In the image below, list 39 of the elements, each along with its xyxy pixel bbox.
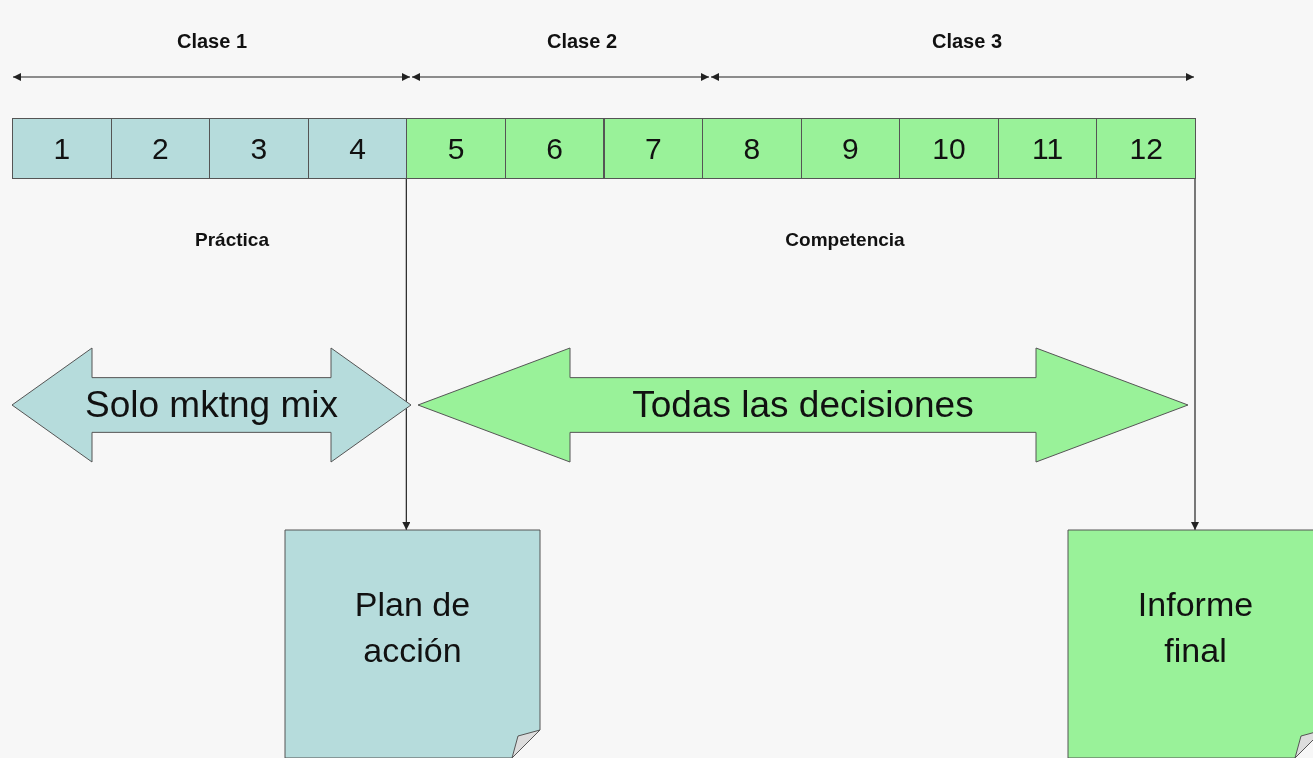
timeline-cell [307, 118, 408, 179]
timeline-cell [504, 118, 605, 179]
arrow-label: Solo mktng mix [85, 384, 338, 426]
class-label: Clase 2 [546, 30, 618, 53]
cell-number: 3 [250, 131, 268, 166]
cell-number: 11 [1032, 131, 1064, 166]
timeline-cell [702, 118, 802, 179]
document-label: Plan de acción [353, 584, 472, 671]
class-label: Clase 3 [931, 30, 1003, 53]
cell-number: 4 [349, 131, 366, 166]
timeline-cell [110, 118, 211, 179]
timeline-cell [1096, 118, 1196, 179]
timeline-cell [406, 118, 506, 179]
cell-number: 1 [53, 131, 71, 166]
cell-number: 2 [152, 131, 169, 166]
cell-number: 6 [546, 131, 564, 166]
document-label: Informe final [1136, 584, 1255, 671]
cell-number: 5 [447, 131, 465, 166]
cell-number: 7 [644, 131, 662, 166]
class-label: Clase 1 [176, 30, 248, 53]
phase-label: Práctica [195, 229, 269, 251]
timeline-cell [603, 118, 704, 179]
timeline-cell [997, 118, 1098, 179]
cell-number: 9 [842, 131, 859, 166]
cell-number: 10 [932, 131, 966, 166]
document-shape [285, 530, 540, 758]
double-arrow-shape [12, 348, 411, 462]
connector-arrow [1191, 178, 1199, 531]
arrow-label: Todas las decisiones [632, 384, 974, 426]
document-shape [1068, 530, 1313, 758]
cell-number: 8 [743, 131, 761, 166]
timeline-cell [899, 118, 999, 179]
double-arrow-shape [418, 348, 1188, 462]
timeline-cell [209, 118, 309, 179]
phase-label: Competencia [785, 229, 905, 251]
cell-number: 12 [1129, 131, 1163, 166]
timeline-cell [12, 118, 112, 179]
timeline-cell [800, 118, 901, 179]
connector-arrow [402, 178, 411, 531]
